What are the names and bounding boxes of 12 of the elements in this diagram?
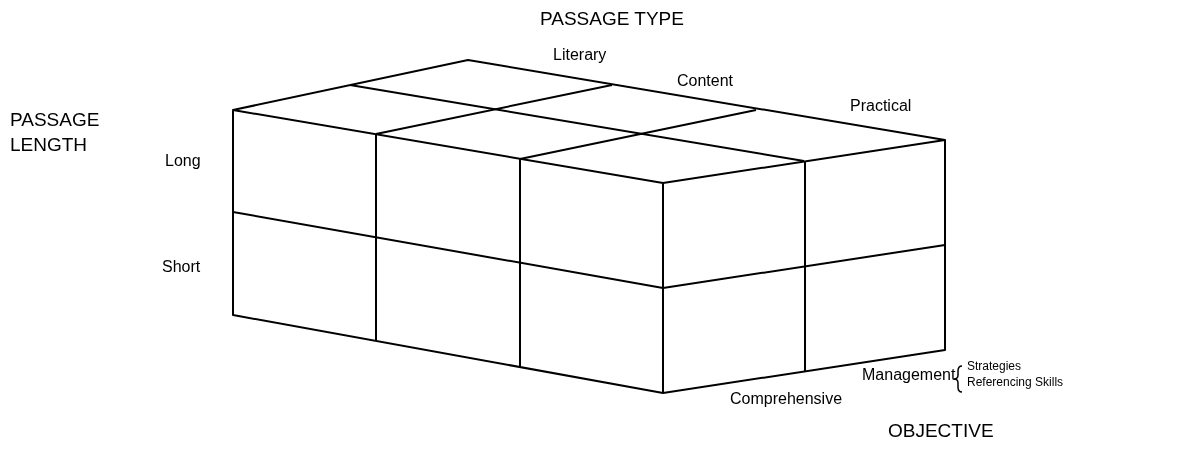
category-label: Practical: [850, 97, 912, 116]
axis-title: PASSAGE LENGTH: [10, 108, 101, 157]
category-label: Referencing Skills: [967, 376, 1064, 390]
category-label: Content: [677, 72, 734, 91]
category-label: Comprehensive: [730, 390, 843, 409]
axis-title: OBJECTIVE: [888, 420, 994, 442]
axis-title: PASSAGE TYPE: [540, 8, 684, 30]
category-label: Literary: [553, 46, 607, 65]
category-label: Short: [162, 258, 201, 277]
category-label: Long: [165, 152, 201, 171]
category-label: Strategies: [967, 360, 1022, 374]
category-label: Management: [862, 366, 956, 385]
